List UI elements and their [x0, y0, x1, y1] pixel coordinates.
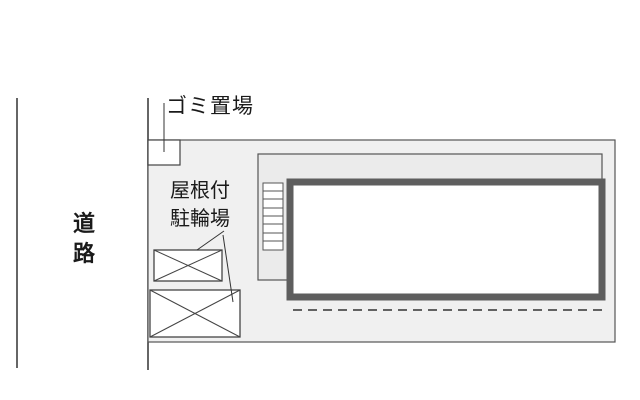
road-label-line1: 道	[72, 212, 95, 237]
stairs	[262, 182, 284, 251]
bicycle-parking-small	[153, 249, 223, 282]
bicycle-parking-label: 屋根付 駐輪場	[170, 176, 230, 232]
road-label-line2: 路	[72, 242, 95, 267]
road-label: 道 路	[66, 210, 102, 270]
bicycle-parking-label-line1: 屋根付	[170, 178, 230, 202]
main-building	[286, 178, 606, 301]
bicycle-parking-label-line2: 駐輪場	[170, 206, 230, 230]
bike-leader-line-1	[196, 230, 225, 251]
bicycle-parking-large	[149, 289, 241, 338]
bike-leader-line-2	[222, 234, 234, 303]
garbage-area-label: ゴミ置場	[166, 94, 254, 118]
